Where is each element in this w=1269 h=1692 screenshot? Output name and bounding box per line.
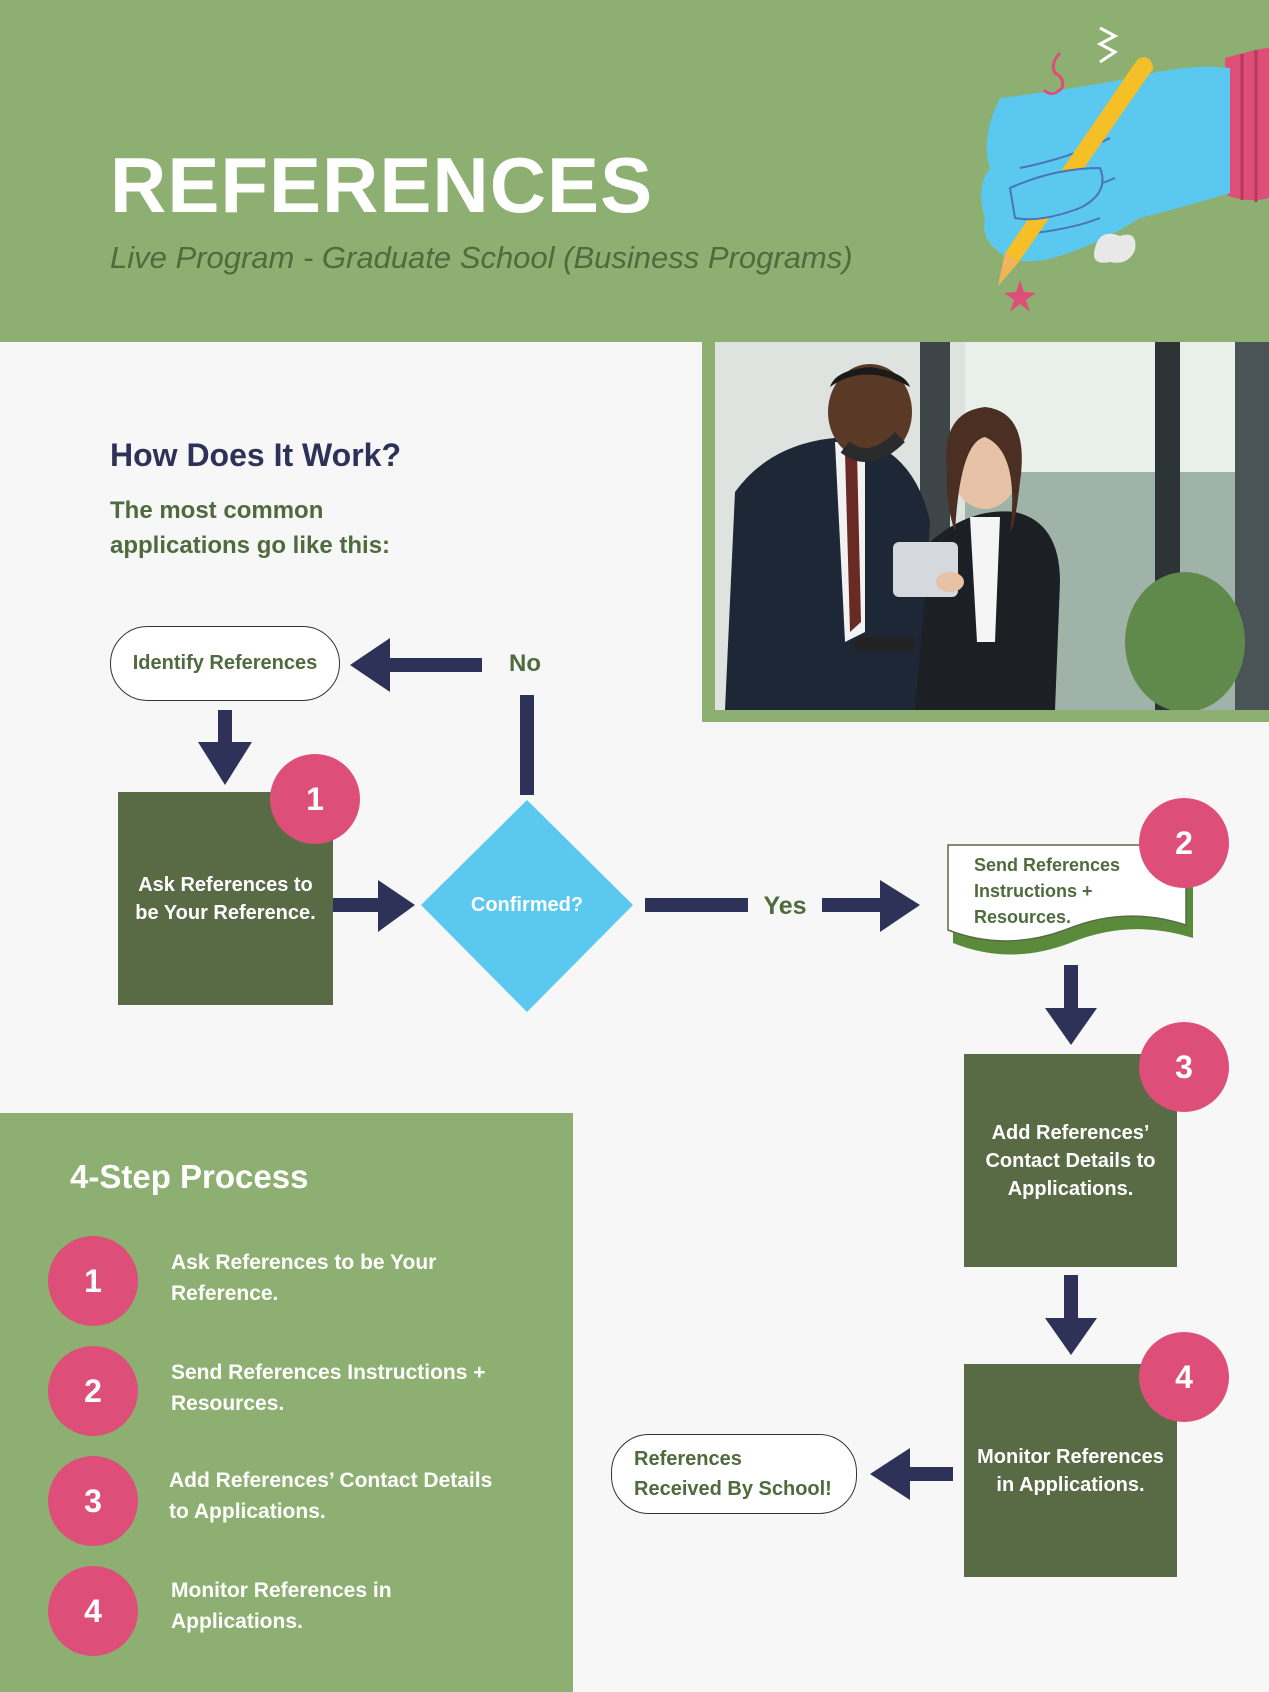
received-line1: References [634, 1448, 742, 1470]
step2-text: Send References Instructions + Resources… [974, 852, 1144, 930]
step4-box: Monitor References in Applications. [964, 1364, 1177, 1577]
panel-step4-text: Monitor References in Applications. [171, 1579, 392, 1633]
step3-box: Add References’ Contact Details to Appli… [964, 1054, 1177, 1267]
yes-label: Yes [763, 891, 807, 920]
business-people-photo [715, 342, 1269, 710]
arrow-yes-to-step2 [822, 880, 920, 932]
step1-badge: 1 [270, 754, 360, 844]
steps-panel-title: 4-Step Process [70, 1158, 309, 1195]
how-it-works-heading: How Does It Work? [110, 437, 401, 473]
arrow-identify-to-step1 [198, 710, 252, 785]
hand-writing-illustration [981, 26, 1269, 312]
decision-label: Confirmed? [470, 893, 584, 916]
panel-step1-badge: 1 [48, 1236, 138, 1326]
how-it-works-subheading: The most common applications go like thi… [110, 497, 391, 559]
arrow-to-identify [350, 638, 482, 692]
arrow-step1-to-decision [333, 880, 415, 932]
page-subtitle: Live Program - Graduate School (Business… [110, 240, 853, 275]
step4-text: Monitor References in Applications. [977, 1445, 1164, 1496]
connector-no-vertical [520, 695, 534, 795]
panel-step4-badge: 4 [48, 1566, 138, 1656]
panel-step2-text: Send References Instructions + Resources… [171, 1361, 486, 1415]
panel-step2-badge: 2 [48, 1346, 138, 1436]
identify-references-node: Identify References [110, 626, 340, 701]
connector-yes [645, 898, 748, 912]
step4-badge: 4 [1139, 1332, 1229, 1422]
step2-line3: Resources. [974, 907, 1072, 927]
step2-document-shape [947, 844, 1193, 955]
references-received-node: References Received By School! [611, 1434, 857, 1514]
step2-badge: 2 [1139, 798, 1229, 888]
arrow-step2-to-step3 [1045, 965, 1097, 1045]
page-title: REFERENCES [110, 141, 654, 229]
step1-text: Ask References to be Your Reference. [135, 873, 316, 924]
received-line2: Received By School! [634, 1478, 832, 1500]
decision-diamond [421, 800, 633, 1012]
step3-badge: 3 [1139, 1022, 1229, 1112]
panel-step3-badge: 3 [48, 1456, 138, 1546]
arrow-step3-to-step4 [1045, 1275, 1097, 1355]
no-label: No [509, 650, 541, 677]
step3-text: Add References’ Contact Details to Appli… [985, 1121, 1156, 1200]
step2-line2: Instructions + [974, 881, 1093, 901]
arrow-step4-to-received [870, 1448, 953, 1500]
step2-line1: Send References [974, 855, 1121, 875]
panel-step3-text: Add References’ Contact Details to Appli… [169, 1469, 493, 1523]
panel-step1-text: Ask References to be Your Reference. [171, 1251, 437, 1305]
